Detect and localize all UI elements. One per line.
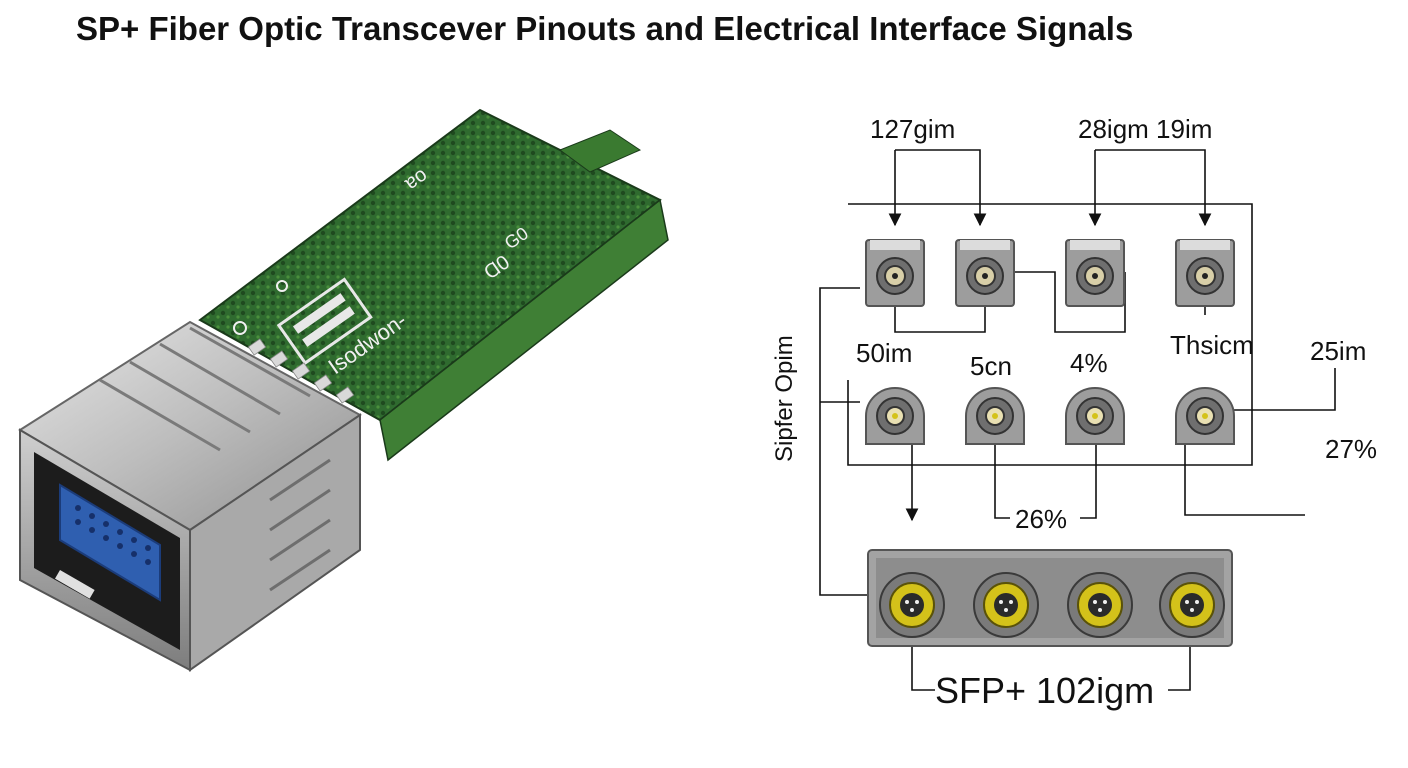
port-row-1 — [865, 239, 1235, 307]
label-row2-1: 50im — [856, 338, 912, 368]
label-row2-4: Thsicm — [1170, 330, 1254, 360]
label-top-left: 127gim — [870, 114, 955, 144]
pcb-side — [379, 198, 669, 462]
port-row-2 — [865, 387, 1235, 445]
pcb-label-box — [276, 277, 373, 366]
label-top-right: 28igm 19im — [1078, 114, 1212, 144]
label-mid-pct: 26% — [1015, 504, 1067, 534]
sfp-connector-panel — [867, 549, 1233, 647]
label-row2-2: 5cn — [970, 351, 1012, 381]
label-row2-3: 4% — [1070, 348, 1108, 378]
metal-cage-side — [189, 413, 361, 672]
label-row2-5: 25im — [1310, 336, 1366, 366]
sfp-module-illustration: Isodwon- ɐo Ɑ0 G0 — [18, 108, 669, 672]
blue-connector — [59, 483, 161, 602]
pinout-diagram: 127gim 28igm 19im 50im 5cn 4% Thsicm 25i… — [771, 114, 1377, 711]
label-right-pct: 27% — [1325, 434, 1377, 464]
label-bottom: SFP+ 102igm — [935, 670, 1154, 711]
side-label: Sipfer Opim — [771, 335, 798, 462]
page-title: SP+ Fiber Optic Transcever Pinouts and E… — [76, 10, 1134, 47]
edge-contacts — [247, 338, 355, 404]
